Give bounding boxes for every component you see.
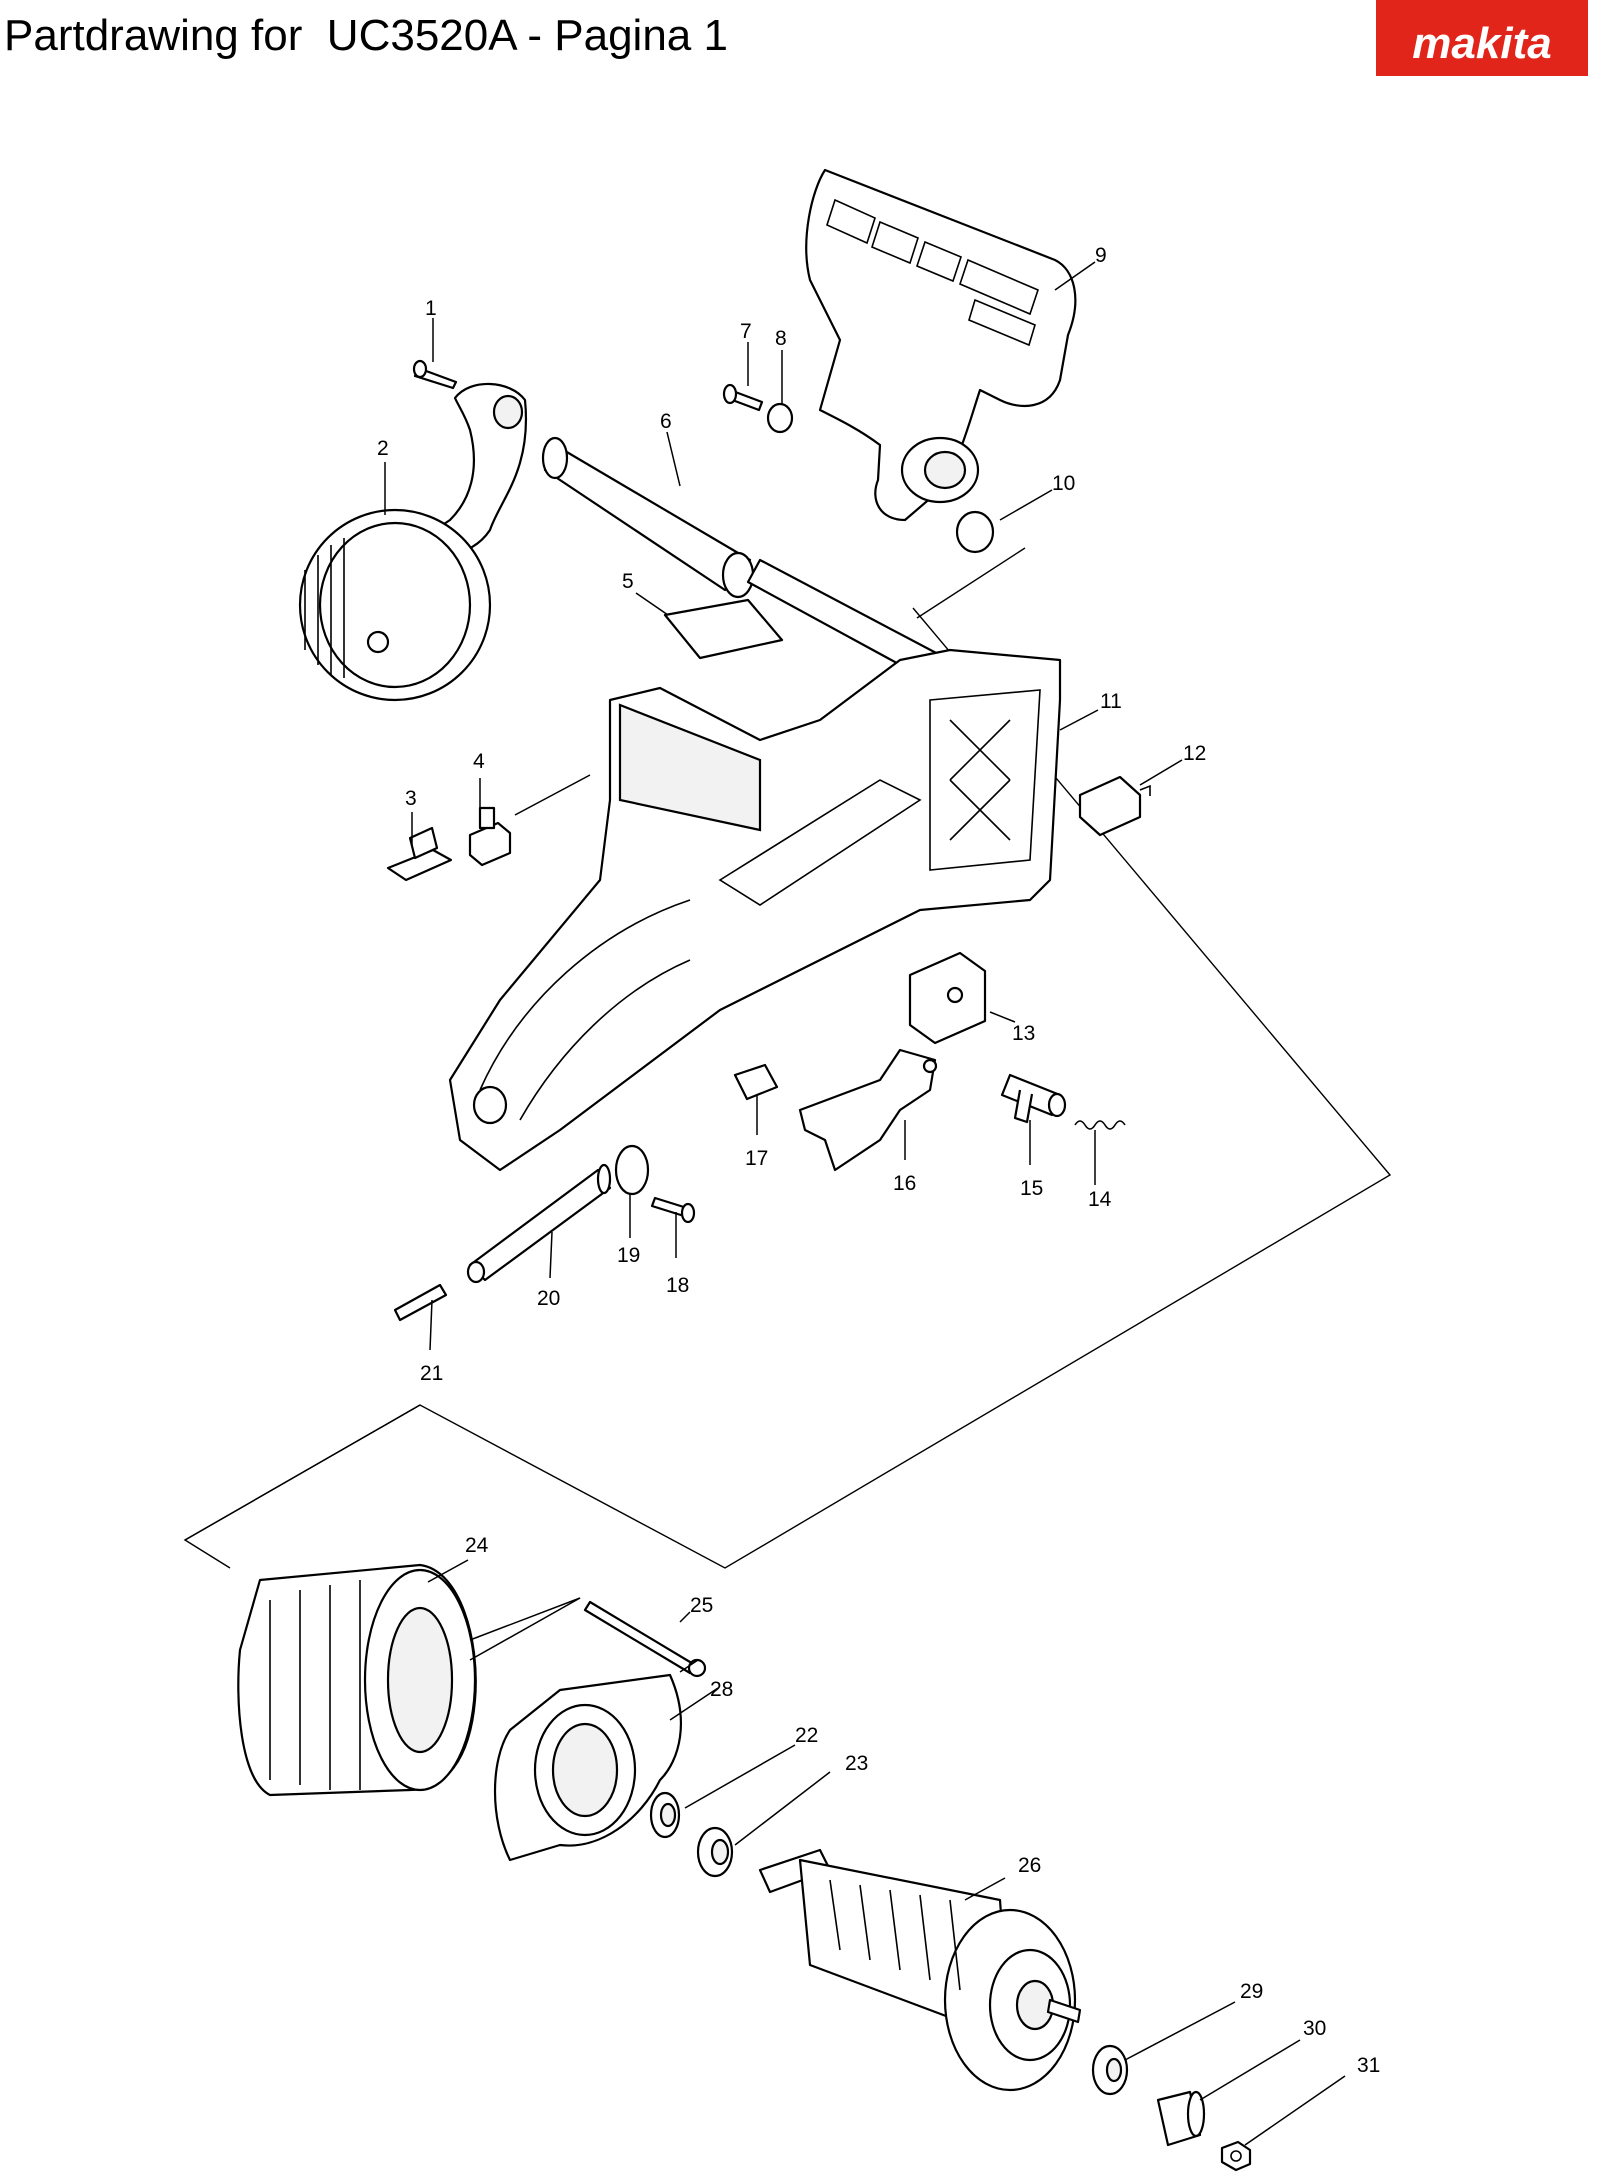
part-1-screw (412, 359, 458, 390)
label-part-21: 21 (420, 1362, 443, 1385)
part-21-cord (393, 1283, 448, 1322)
part-26-armature (758, 1848, 1082, 2092)
logo-background (1376, 0, 1588, 76)
part-6-tube (541, 436, 755, 599)
part-5-label (663, 598, 784, 660)
label-part-2: 2 (377, 437, 389, 460)
motor-assembly-frame-top (183, 1404, 421, 1569)
part-18-screw (650, 1196, 696, 1224)
part-22-bearing (649, 1791, 681, 1839)
part-23-bearing (696, 1826, 734, 1878)
part-4-block (468, 806, 512, 867)
label-part-8: 8 (775, 327, 787, 350)
label-part-24: 24 (465, 1534, 489, 1557)
part-10-clip (955, 510, 995, 554)
label-part-14: 14 (1088, 1188, 1112, 1211)
label-part-6: 6 (660, 410, 672, 433)
part-24-field (237, 1563, 477, 1797)
part-19-clamp (614, 1144, 650, 1196)
label-part-3: 3 (405, 787, 417, 810)
label-part-11: 11 (1100, 690, 1122, 713)
label-part-23: 23 (845, 1752, 868, 1775)
part-2-hand-guard (298, 382, 528, 702)
label-part-16: 16 (893, 1172, 916, 1195)
part-3-terminal (386, 826, 453, 882)
registered-mark-icon (1578, 2, 1586, 10)
label-part-10: 10 (1052, 472, 1075, 495)
label-part-30: 30 (1303, 2017, 1326, 2040)
label-part-1: 1 (425, 297, 437, 320)
part-16-trigger (798, 1048, 938, 1172)
part-12-microswitch (1078, 775, 1151, 837)
motor-assembly-frame (916, 547, 1026, 619)
label-part-25: 25 (690, 1594, 713, 1617)
logo-wordmark: makita (1412, 19, 1551, 68)
part-8-washer (766, 402, 794, 434)
part-28-fan-guide (493, 1673, 682, 1862)
label-part-4: 4 (473, 750, 485, 773)
label-part-22: 22 (795, 1724, 818, 1747)
part-31-nut (1220, 2140, 1252, 2172)
page-title: Partdrawing for UC3520A - Pagina 1 (4, 11, 728, 60)
part-15-pin (1000, 1073, 1067, 1124)
label-part-19: 19 (617, 1244, 640, 1267)
label-part-7: 7 (740, 320, 752, 343)
label-part-26: 26 (1018, 1854, 1041, 1877)
label-part-5: 5 (622, 570, 634, 593)
label-part-28: 28 (710, 1678, 733, 1701)
part-25-bolt (583, 1600, 707, 1678)
label-part-12: 12 (1183, 742, 1206, 765)
part-7-screw (722, 383, 764, 412)
label-part-20: 20 (537, 1287, 560, 1310)
label-part-18: 18 (666, 1274, 689, 1297)
part-13-switch (908, 951, 987, 1045)
part-number-labels: 1 2 3 4 5 6 7 8 9 10 11 12 13 14 15 16 1… (377, 244, 1380, 2077)
part-29-bearing (1091, 2044, 1129, 2096)
part-30-sprocket (1156, 2090, 1206, 2147)
label-part-15: 15 (1020, 1177, 1043, 1200)
makita-logo: makita (1376, 0, 1588, 76)
label-part-31: 31 (1357, 2054, 1380, 2077)
part-11-housing (448, 648, 1062, 1172)
part-20-cord-guard (466, 1163, 612, 1284)
label-part-13: 13 (1012, 1022, 1035, 1045)
part-17-block (733, 1063, 779, 1101)
label-part-9: 9 (1095, 244, 1107, 267)
label-part-29: 29 (1240, 1980, 1263, 2003)
label-part-17: 17 (745, 1147, 768, 1170)
part-9-rear-handle (805, 168, 1077, 522)
part-14-spring (1074, 1120, 1126, 1130)
leader-lines (384, 261, 1346, 2146)
